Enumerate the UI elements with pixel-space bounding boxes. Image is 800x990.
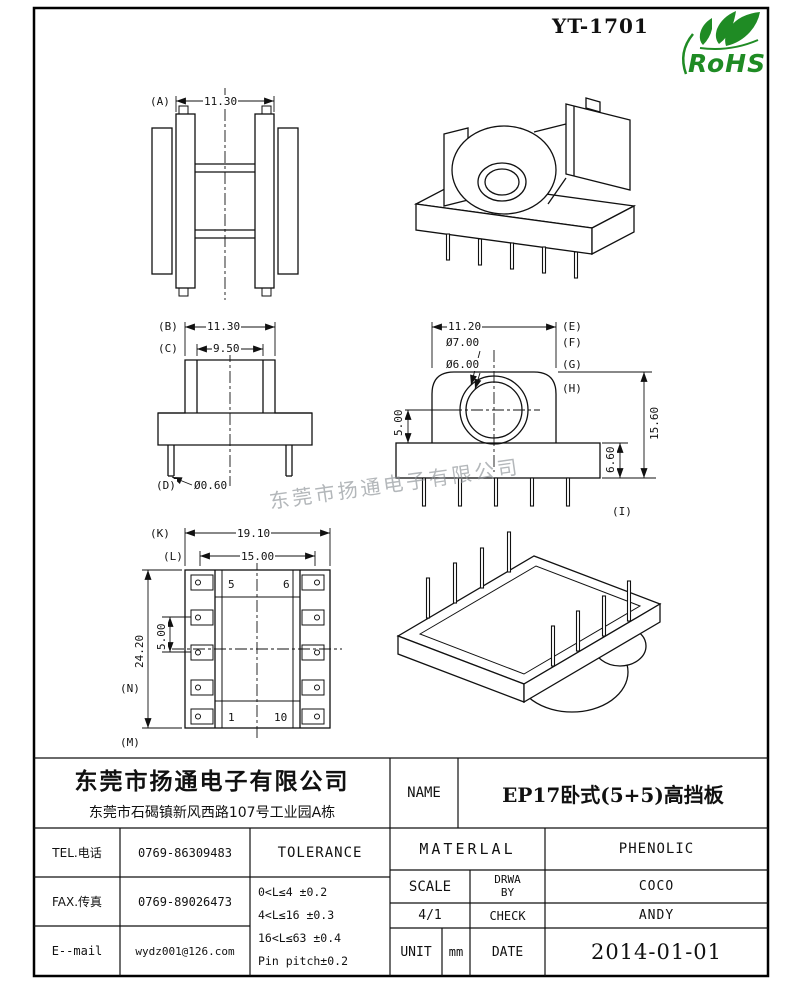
dim-b-value: 11.30 (206, 320, 242, 333)
sheet-border (32, 6, 770, 978)
tel-label: TEL.电话 (52, 846, 102, 860)
date-value: 2014-01-01 (590, 940, 723, 964)
dim-i-label: (I) (611, 505, 633, 518)
company-name: 东莞市扬通电子有限公司 (74, 769, 350, 795)
pin-number-5: 5 (227, 578, 236, 591)
unit-label: UNIT (400, 944, 432, 960)
dim-total-height-value: 15.60 (648, 405, 661, 441)
email-label: E--mail (51, 944, 103, 958)
company-address: 东莞市石碣镇新风西路107号工业园A栋 (88, 805, 336, 821)
tolerance-title: TOLERANCE (277, 844, 363, 861)
iso-bottom-view (396, 531, 662, 713)
dim-k-value: 19.10 (236, 527, 272, 540)
tolerance-row: Pin pitch±0.2 (258, 953, 349, 968)
top-view (142, 528, 342, 740)
dim-d-label: (D) (155, 479, 177, 492)
dim-outer-dia-value: Ø7.00 (445, 336, 481, 349)
drawn-by-value: COCO (638, 879, 675, 894)
dim-c-value: 9.50 (212, 342, 241, 355)
rohs-label: RoHS (688, 49, 766, 78)
dim-g-label: (G) (561, 358, 583, 371)
tolerance-rows: 0<L≤4 ±0.2 4<L≤16 ±0.3 16<L≤63 ±0.4 Pin … (252, 880, 390, 972)
fax-value: 0769-89026473 (138, 894, 232, 909)
tolerance-row: 16<L≤63 ±0.4 (258, 930, 342, 945)
dim-width-value: 11.20 (447, 320, 483, 333)
dim-h-label: (H) (561, 382, 583, 395)
date-label: DATE (491, 944, 524, 960)
tel-value: 0769-86309483 (138, 845, 232, 860)
dim-l-value: 15.00 (240, 550, 276, 563)
part-name-value: EP17卧式(5+5)高挡板 (502, 782, 724, 807)
dim-a-label: (A) (149, 95, 171, 108)
fax-label: FAX.传真 (51, 895, 103, 909)
dim-f-label: (F) (561, 336, 583, 349)
dim-e-label: (E) (561, 320, 583, 333)
pin-number-1: 1 (227, 711, 236, 724)
pin-number-6: 6 (282, 578, 291, 591)
dim-m-label: (M) (119, 736, 141, 749)
dim-center-height-value: 5.00 (392, 408, 405, 437)
side-view (395, 322, 656, 507)
pin-number-10: 10 (273, 711, 289, 724)
name-label: NAME (407, 785, 441, 801)
front-view (151, 88, 299, 300)
dim-length-value: 24.20 (133, 633, 146, 669)
section-view (157, 322, 313, 486)
check-label: CHECK (489, 908, 526, 923)
iso-top-view (413, 97, 637, 279)
unit-value: mm (448, 945, 464, 959)
drawn-by-label: DRWA BY (494, 872, 521, 899)
part-number: YT-1701 (552, 14, 649, 38)
title-block-grid (34, 757, 768, 976)
dim-c-label: (C) (157, 342, 179, 355)
tolerance-row: 0<L≤4 ±0.2 (258, 884, 328, 899)
rohs-logo-icon: RoHS (681, 11, 766, 78)
scale-label: SCALE (408, 878, 452, 895)
dim-b-label: (B) (157, 320, 179, 333)
dim-k-label: (K) (149, 527, 171, 540)
tolerance-row: 4<L≤16 ±0.3 (258, 907, 335, 922)
dim-inner-dia-value: Ø6.00 (445, 358, 481, 371)
dim-l-label: (L) (162, 550, 184, 563)
scale-value: 4/1 (418, 908, 442, 923)
dim-n-label: (N) (119, 682, 141, 695)
dim-base-height-value: 6.60 (604, 445, 617, 474)
dim-a-value: 11.30 (203, 95, 239, 108)
material-label: MATERLAL (419, 840, 516, 858)
dim-pitch-value: 5.00 (155, 622, 168, 651)
material-value: PHENOLIC (618, 841, 695, 857)
email-value: wydz001@126.com (135, 944, 235, 958)
check-value: ANDY (638, 908, 675, 923)
dim-d-value: Ø0.60 (193, 479, 229, 492)
